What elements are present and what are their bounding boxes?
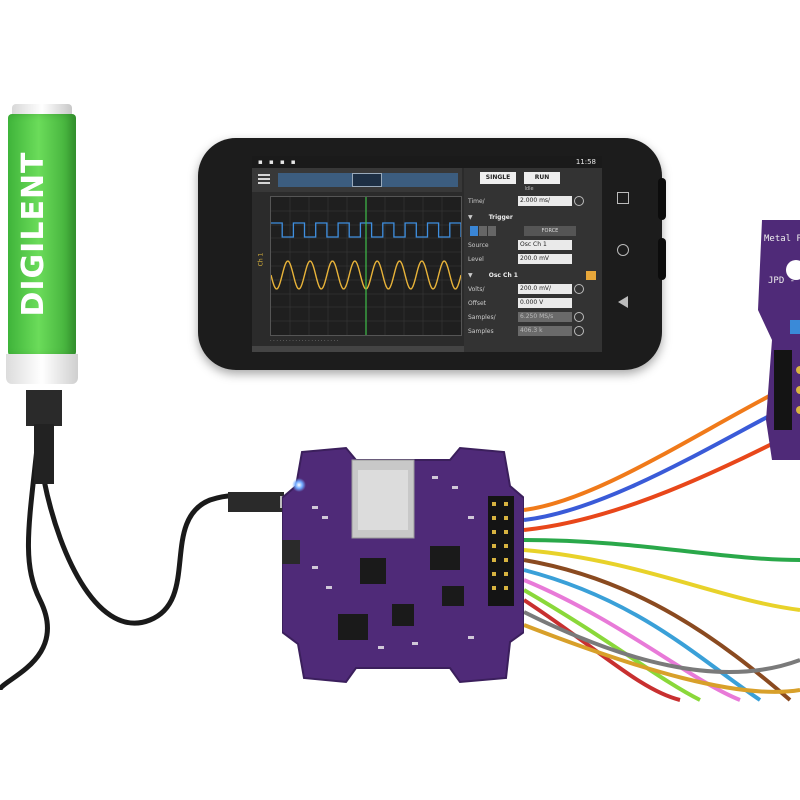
breakout-hole (786, 260, 800, 280)
chip-main (360, 558, 386, 584)
power-bank-cap (12, 104, 72, 116)
jumper-wires (522, 378, 800, 702)
breakout-svg (758, 220, 800, 460)
home-icon[interactable] (617, 244, 629, 256)
samples-rate-label: Samples/ (468, 314, 496, 321)
time-label: Time/ (468, 198, 485, 205)
breakout-label: Metal Pro (764, 234, 800, 244)
phone-screen: ▪ ▪ ▪ ▪ 11:58 Ch 1 (252, 156, 602, 352)
android-nav-bar (608, 178, 638, 328)
source-row: Source Osc Ch 1 (468, 240, 598, 252)
run-button[interactable]: RUN (524, 172, 560, 184)
power-bank-body (8, 114, 76, 356)
usb-plug-top (26, 390, 62, 426)
back-icon[interactable] (618, 296, 628, 308)
wifi-module-shield (358, 470, 408, 530)
sd-slot (282, 540, 300, 564)
header-pins (492, 502, 508, 590)
channel-color-badge (586, 271, 596, 280)
time-row: Time/ 2.000 ms/ (468, 196, 598, 208)
zoom-icon[interactable] (574, 196, 584, 206)
phone-side-button (658, 178, 666, 220)
offset-label: Offset (468, 300, 487, 307)
single-button[interactable]: SINGLE (480, 172, 516, 184)
channel-axis-label: Ch 1 (257, 252, 265, 267)
pin-header (488, 496, 514, 606)
breakout-header (774, 350, 792, 430)
notification-icons: ▪ ▪ ▪ ▪ (258, 158, 298, 166)
oscilloscope-plot[interactable] (270, 196, 462, 336)
pcb-board (282, 446, 524, 686)
usb-plug-neck (34, 424, 54, 484)
osc-section[interactable]: ▼ Osc Ch 1 (468, 270, 598, 282)
samples-rate-row: Samples/ 6.250 MS/s (468, 312, 598, 324)
lock-icon[interactable] (574, 312, 584, 322)
time-value[interactable]: 2.000 ms/ (518, 196, 572, 206)
channel-2-square-wave (271, 222, 461, 238)
offset-value[interactable]: 0.000 V (518, 298, 572, 308)
phone-side-button (658, 238, 666, 280)
offset-row: Offset 0.000 V (468, 298, 598, 310)
level-label: Level (468, 256, 484, 263)
trigger-section-title: Trigger (488, 214, 513, 221)
pcb-components (312, 476, 474, 649)
overview-window[interactable] (352, 173, 382, 187)
samples-row: Samples 406.3 k (468, 326, 598, 338)
volts-row: Volts/ 200.0 mV/ (468, 284, 598, 296)
level-row: Level 200.0 mV (468, 254, 598, 266)
smartphone: ▪ ▪ ▪ ▪ 11:58 Ch 1 (198, 138, 666, 370)
usb-cable (0, 419, 50, 692)
waveform-svg (271, 197, 461, 335)
source-label: Source (468, 242, 489, 249)
breakout-label-secondary: JPD - (768, 276, 796, 286)
samples-rate-value: 6.250 MS/s (518, 312, 572, 322)
acquisition-state: Idle (524, 186, 534, 192)
source-select[interactable]: Osc Ch 1 (518, 240, 572, 250)
status-led (292, 478, 306, 492)
chip-small (392, 604, 414, 626)
usb-plug-board (228, 492, 284, 512)
volts-label: Volts/ (468, 286, 485, 293)
samples-label: Samples (468, 328, 494, 335)
time-axis-ticks: · · · · · · · · · · · · · · · · · · · · … (270, 338, 339, 344)
breakout-board: Metal Pro JPD - (752, 220, 800, 460)
screen-bottom-bar (252, 346, 602, 352)
lock-icon[interactable] (574, 326, 584, 336)
trigger-mode-row: FORCE (468, 226, 598, 238)
app-toolbar (252, 168, 462, 192)
buffer-overview[interactable] (278, 173, 458, 187)
chip-regulator (338, 614, 368, 640)
status-bar: ▪ ▪ ▪ ▪ 11:58 (252, 156, 602, 168)
status-time: 11:58 (575, 158, 596, 166)
volts-value[interactable]: 200.0 mV/ (518, 284, 572, 294)
osc-section-title: Osc Ch 1 (488, 272, 518, 279)
pcb-svg (282, 446, 524, 684)
trigger-edge-icons[interactable] (470, 226, 498, 236)
power-bank-logo: DIGILENT (16, 151, 51, 317)
force-button[interactable]: FORCE (524, 226, 576, 236)
trigger-section[interactable]: ▼ Trigger (468, 212, 598, 224)
power-bank-base (6, 354, 78, 384)
power-bank: DIGILENT (4, 104, 80, 384)
caret-down-icon: ▼ (468, 272, 473, 279)
caret-down-icon: ▼ (468, 214, 473, 221)
chip-small-2 (442, 586, 464, 606)
samples-value: 406.3 k (518, 326, 572, 336)
zoom-icon[interactable] (574, 284, 584, 294)
breakout-button (790, 320, 800, 334)
control-panel: SINGLE RUN Idle Time/ 2.000 ms/ ▼ Trigge… (464, 168, 602, 352)
chip-secondary (430, 546, 460, 570)
hamburger-menu-icon[interactable] (258, 174, 270, 186)
recent-apps-icon[interactable] (617, 192, 629, 204)
level-value[interactable]: 200.0 mV (518, 254, 572, 264)
